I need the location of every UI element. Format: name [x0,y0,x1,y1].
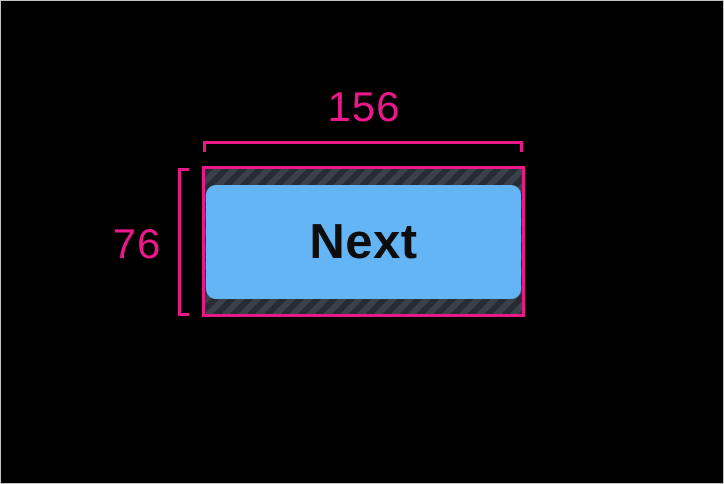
height-dimension-bracket [178,168,189,316]
height-dimension-label: 76 [112,220,162,267]
next-button-label: Next [309,215,418,269]
selection-outline-padding-hatch: Next [202,166,525,317]
width-dimension-label: 156 [327,83,401,130]
width-dimension-bracket [203,141,523,152]
next-button[interactable]: Next [206,185,521,299]
